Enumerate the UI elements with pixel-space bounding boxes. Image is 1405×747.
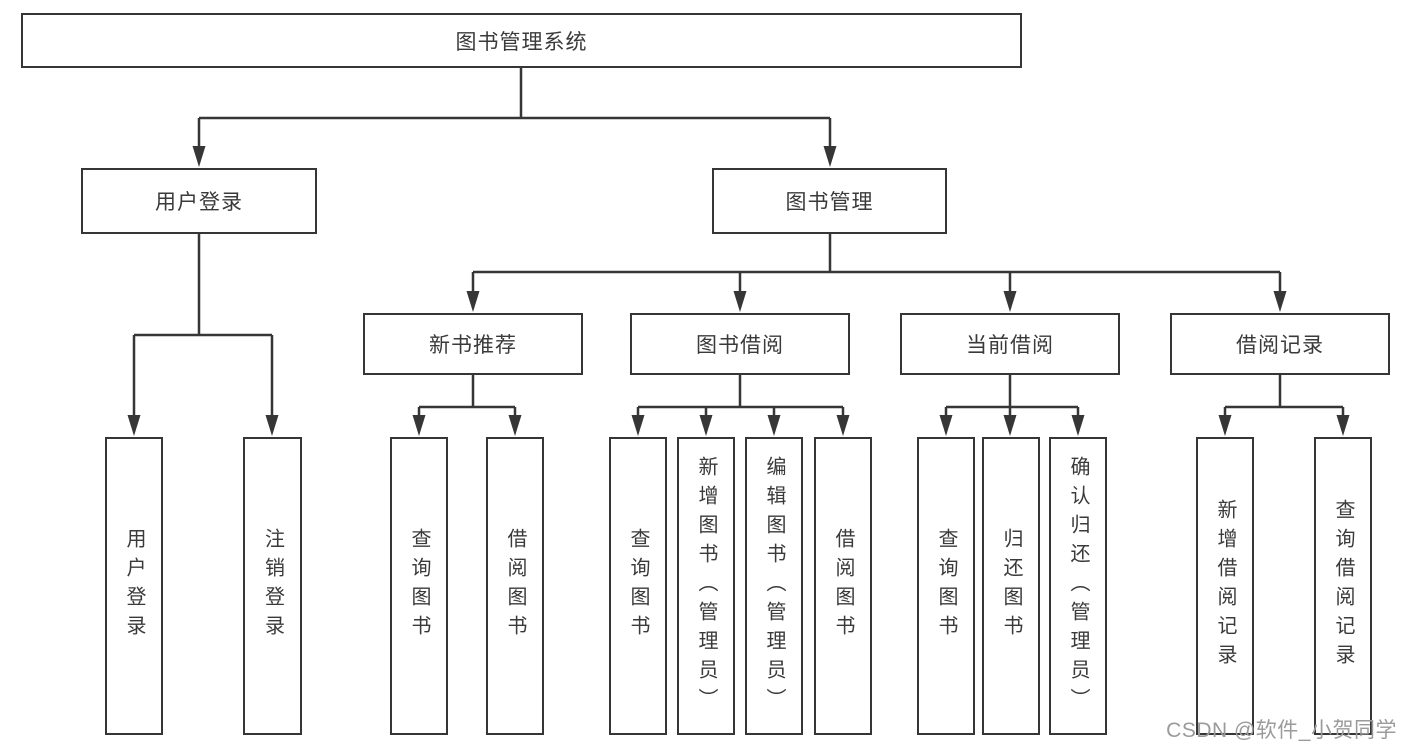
- node-new-book-recommend: 新书推荐: [363, 313, 583, 375]
- node-current-borrow: 当前借阅: [900, 313, 1120, 375]
- leaf-user-login: 用户登录: [105, 437, 163, 735]
- leaf-add-borrow-record: 新增借阅记录: [1196, 437, 1254, 735]
- leaf-query-books: 查询图书: [609, 437, 667, 735]
- leaf-confirm-return-admin: 确认归还（管理员）: [1049, 437, 1107, 735]
- leaf-return-books: 归还图书: [982, 437, 1040, 735]
- leaf-add-books-admin: 新增图书（管理员）: [677, 437, 735, 735]
- leaf-logout: 注销登录: [243, 437, 302, 735]
- leaf-query-books: 查询图书: [390, 437, 448, 735]
- leaf-edit-books-admin: 编辑图书（管理员）: [745, 437, 803, 735]
- leaf-query-borrow-record: 查询借阅记录: [1314, 437, 1372, 735]
- node-book-management: 图书管理: [712, 168, 947, 234]
- node-user-login: 用户登录: [81, 168, 317, 234]
- leaf-borrow-books: 借阅图书: [486, 437, 544, 735]
- node-library-management-system: 图书管理系统: [21, 13, 1022, 68]
- csdn-watermark: CSDN @软件_小贺同学: [1166, 719, 1397, 742]
- node-borrow-records: 借阅记录: [1170, 313, 1390, 375]
- node-book-borrow: 图书借阅: [630, 313, 850, 375]
- leaf-borrow-books: 借阅图书: [814, 437, 872, 735]
- leaf-query-books: 查询图书: [917, 437, 975, 735]
